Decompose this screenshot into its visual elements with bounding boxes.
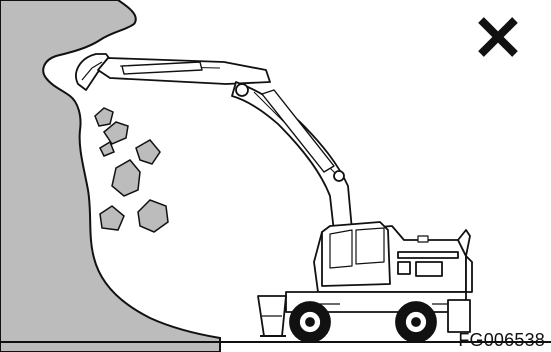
wheeled-excavator-icon — [76, 54, 472, 342]
figure-code: FG006538 — [458, 331, 545, 349]
rock-face — [0, 0, 220, 352]
x-mark-icon — [481, 20, 515, 54]
